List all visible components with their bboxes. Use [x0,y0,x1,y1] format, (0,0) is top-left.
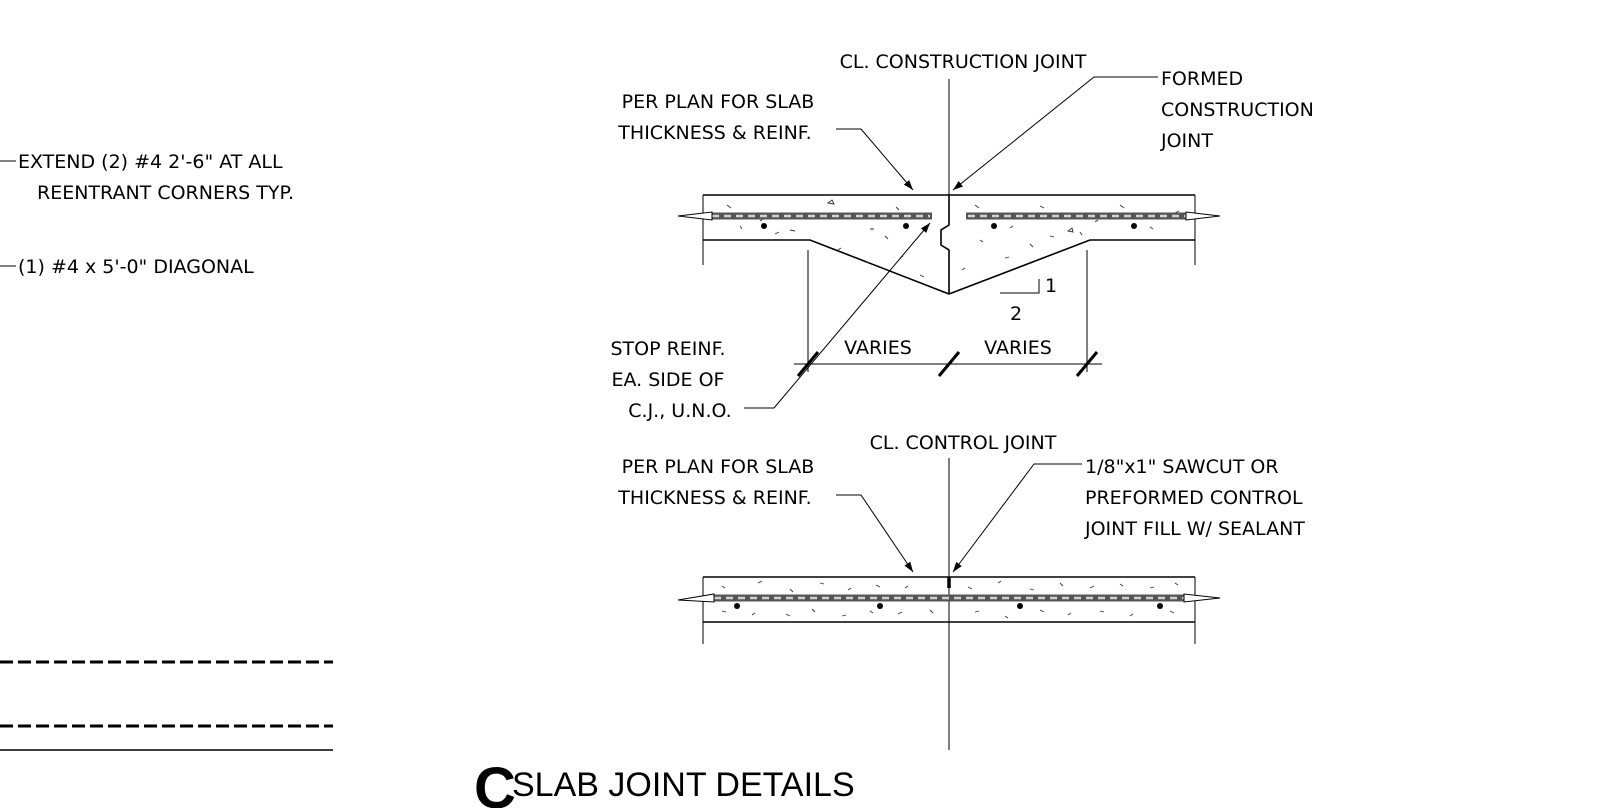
slope-indicator [1000,279,1040,294]
cj2-rebar-tip-left [677,593,715,603]
keyed-joint-line [940,195,950,294]
rebar-dot [734,603,740,609]
detail-mark: C [474,756,516,808]
slab-bottom-right [948,239,1195,295]
ctl-slab-note-line2: THICKNESS & REINF. [617,487,811,509]
rebar-dot [1157,603,1163,609]
control-joint-detail: CL. CONTROL JOINT PER PLAN FOR SLAB THIC… [617,432,1305,750]
construction-joint-centerline-label: CL. CONSTRUCTION JOINT [840,51,1087,73]
note-extend-line1: EXTEND (2) #4 2'-6" AT ALL [18,151,283,173]
rebar-dot [1131,223,1137,229]
cj-slab-note-line1: PER PLAN FOR SLAB [622,91,815,113]
detail-title: SLAB JOINT DETAILS [512,766,855,804]
left-notes: EXTEND (2) #4 2'-6" AT ALL REENTRANT COR… [0,151,333,751]
ctl-slab-note-line1: PER PLAN FOR SLAB [622,456,815,478]
rebar-dot [903,223,909,229]
concrete-hatch [726,199,1180,278]
stop-reinf-line3: C.J., U.N.O. [628,400,731,422]
formed-joint-leader [952,76,1158,191]
rebar-right-tip [1185,211,1221,221]
sawcut-line3: JOINT FILL W/ SEALANT [1084,518,1305,540]
rebar-dot [761,223,767,229]
cj-slab-note-line2: THICKNESS & REINF. [617,122,811,144]
formed-joint-line2: CONSTRUCTION [1161,99,1314,121]
sawcut-leader [952,463,1082,573]
sawcut-line1: 1/8"x1" SAWCUT OR [1085,456,1279,478]
dim-label-left: VARIES [844,337,912,359]
dim-label-right: VARIES [984,337,1052,359]
dim-tick [1075,351,1099,377]
slope-rise: 1 [1045,275,1057,297]
concrete-hatch [721,580,1179,619]
construction-joint-detail: 1 2 VARIES VARIES CL. CONSTRUCTION JOINT… [610,51,1313,422]
detail-title-block: C SLAB JOINT DETAILS [474,756,855,808]
formed-joint-line3: JOINT [1160,130,1213,152]
rebar-dot [991,223,997,229]
note-diagonal: (1) #4 x 5'-0" DIAGONAL [18,256,254,278]
slope-run: 2 [1010,303,1022,325]
sawcut-line2: PREFORMED CONTROL [1085,487,1303,509]
stop-reinf-line2: EA. SIDE OF [612,369,725,391]
ctl-slab-note-leader [836,494,914,573]
dim-tick [796,351,820,377]
formed-joint-line1: FORMED [1161,68,1243,90]
rebar-left-tip [677,211,713,221]
control-joint-centerline-label: CL. CONTROL JOINT [870,432,1057,454]
stop-reinf-leader [744,222,931,409]
note-extend-line2: REENTRANT CORNERS TYP. [37,182,294,204]
stop-reinf-line1: STOP REINF. [610,338,725,360]
slab-bottom-left [703,239,950,295]
dim-tick [937,351,961,377]
rebar-dot [1017,603,1023,609]
rebar-dot [877,603,883,609]
cj-slab-note-leader [836,128,914,191]
cj2-rebar-tip-right [1183,593,1221,603]
